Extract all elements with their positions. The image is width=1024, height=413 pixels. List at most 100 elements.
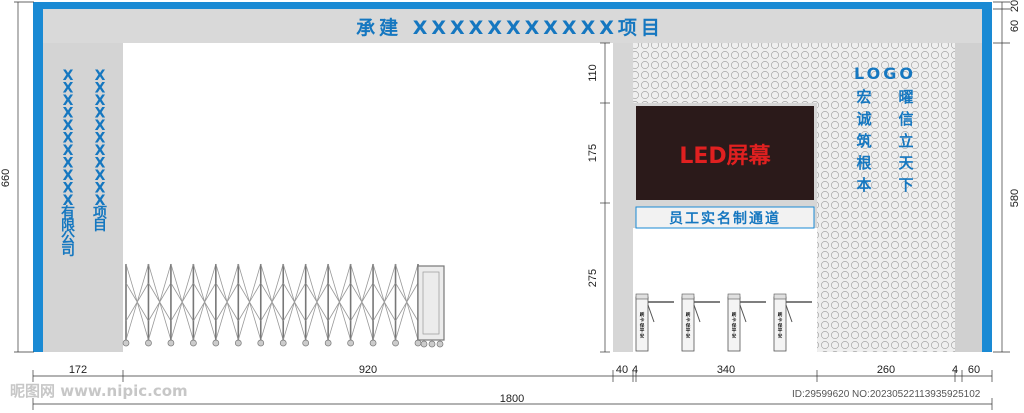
gate-wheel <box>302 339 310 347</box>
vertical-char: X <box>95 93 106 109</box>
dim-bottom-60: 60 <box>968 364 980 376</box>
channel-sign <box>635 206 815 229</box>
dim-bottom-4a: 4 <box>632 364 638 376</box>
gate-wheel <box>145 339 152 347</box>
turnstile-sign-char: 保 <box>639 322 645 329</box>
vertical-char: 目 <box>93 218 107 234</box>
dim-bottom-340: 340 <box>717 364 735 376</box>
logo-char: 宏 <box>856 88 871 106</box>
gate-head-inner <box>422 271 440 335</box>
gate-head-box <box>417 265 445 341</box>
vertical-char: X <box>63 106 74 122</box>
gate-wheel <box>279 339 287 347</box>
gate-scissor <box>237 263 262 341</box>
dimension-lines <box>14 1 1010 410</box>
dotted-panel-lower <box>633 228 817 352</box>
vertical-char: X <box>63 68 74 84</box>
dim-bottom-40: 40 <box>616 364 628 376</box>
turnstile-sign-char: 平 <box>640 327 645 334</box>
led-screen <box>636 106 814 200</box>
gate-wheel <box>414 339 422 347</box>
turnstile-sign-char: 卡 <box>778 316 783 323</box>
dim-total-1800: 1800 <box>500 393 524 405</box>
turnstile-arm-lower <box>647 304 655 323</box>
vertical-char: X <box>95 106 106 122</box>
logo-char: 天 <box>898 154 914 172</box>
vertical-char: 有 <box>61 205 75 222</box>
gate-scissor <box>282 263 307 341</box>
logo-char: 立 <box>898 132 913 150</box>
gate-scissor <box>395 263 419 341</box>
turnstile-sign-char: 平 <box>778 327 783 334</box>
vertical-char: X <box>95 131 106 147</box>
gate-wheel <box>369 339 377 347</box>
vertical-char: X <box>95 193 106 209</box>
turnstile-arm-lower <box>739 304 747 323</box>
gate-wheel <box>324 339 332 347</box>
dim-mid-110: 110 <box>587 64 599 82</box>
vertical-char: 项 <box>93 206 107 222</box>
vertical-char: X <box>63 168 74 184</box>
dim-right-60: 60 <box>1009 20 1021 32</box>
vertical-char: 司 <box>61 243 75 259</box>
dim-mid-275: 275 <box>587 269 599 287</box>
gate-scissor <box>148 263 172 341</box>
vertical-char: X <box>63 193 74 209</box>
gate-head-wheel <box>420 340 428 348</box>
watermark-site: 昵图网 www.nipic.com <box>10 382 188 400</box>
turnstile-sign-char: 保 <box>731 322 737 329</box>
main-opening <box>123 43 613 352</box>
logo-char: 信 <box>898 110 913 128</box>
gate-wheel <box>167 339 175 347</box>
vertical-char: X <box>95 81 106 97</box>
gate-scissor <box>372 263 396 341</box>
turnstile-cap <box>635 293 649 300</box>
logo-char: 下 <box>898 176 913 194</box>
vertical-char: X <box>63 156 74 172</box>
vertical-char: X <box>63 81 74 97</box>
gate-scissor <box>170 263 194 341</box>
gate-scissor <box>327 263 351 341</box>
dim-bottom-4b: 4 <box>952 364 958 376</box>
turnstile-sign-char: 卡 <box>686 316 691 323</box>
dim-right-20: 20 <box>1009 0 1021 12</box>
gate-scissor <box>215 263 239 341</box>
channel-sign-text: 员工实名制通道 <box>669 210 781 227</box>
gate-scissor <box>305 263 329 341</box>
vertical-char: X <box>63 143 74 159</box>
turnstile-sign-char: 刷 <box>686 311 691 318</box>
gate-wheel <box>122 339 130 347</box>
gate-head-wheel <box>436 340 444 348</box>
turnstile-cap <box>681 293 695 300</box>
vertical-char: X <box>95 143 106 159</box>
dim-bottom-920: 920 <box>359 364 377 376</box>
turnstile-arm-lower <box>785 304 793 323</box>
logo-char: 诚 <box>856 110 871 128</box>
vertical-char: X <box>63 93 74 109</box>
header-band <box>43 9 982 43</box>
logo-char: 根 <box>856 154 871 172</box>
gate-scissor <box>125 263 149 341</box>
turnstile-arm-lower <box>693 304 701 323</box>
watermark-id: ID:29599620 NO:20230522113935925102 <box>792 389 981 400</box>
gate-wheel <box>234 339 242 347</box>
turnstile-sign-char: 刷 <box>732 311 737 318</box>
gate-wheel <box>190 339 197 347</box>
logo-panel-pattern <box>817 43 955 352</box>
turnstile-cap <box>773 293 787 300</box>
vertical-char: X <box>95 156 106 172</box>
turnstile-sign-char: 保 <box>685 322 691 329</box>
gate-wheel <box>257 339 265 347</box>
dotted-panel-top-pattern <box>633 43 817 103</box>
gate-scissor <box>350 263 374 341</box>
dim-mid-175: 175 <box>587 144 599 162</box>
dim-bottom-260: 260 <box>877 364 895 376</box>
gate-scissor <box>260 263 284 341</box>
gate-head-wheel <box>428 340 436 348</box>
left-pillar <box>43 43 123 352</box>
vertical-char: X <box>95 181 106 197</box>
vertical-char: 公 <box>61 231 75 247</box>
